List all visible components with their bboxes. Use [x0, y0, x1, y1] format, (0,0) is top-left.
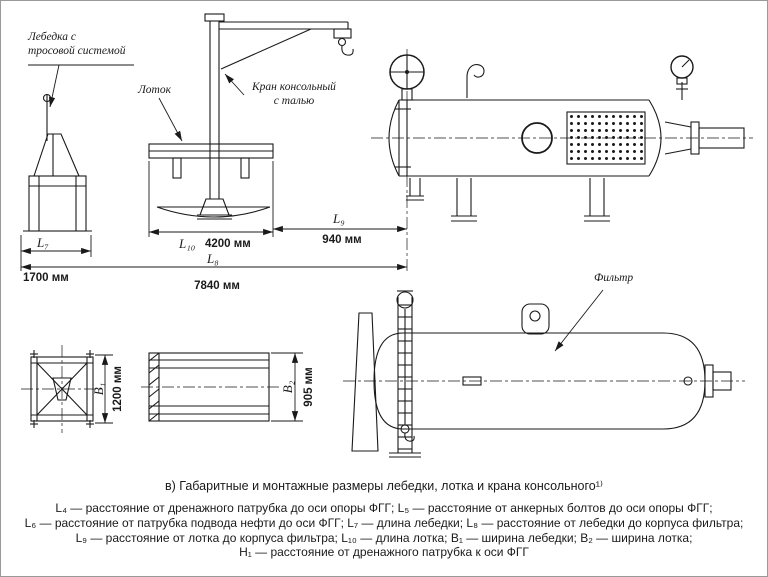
mast-pulley-icon [396, 291, 414, 309]
winch-leader [48, 64, 60, 108]
dim-L9-value: 940 мм [322, 234, 362, 246]
winch-label: Лебедка с тросовой системой [28, 31, 126, 57]
figure-legend: L₄ — расстояние от дренажного патрубка д… [1, 501, 767, 560]
winch-plan-view [30, 350, 94, 428]
console-crane-and-tray-view [148, 13, 354, 220]
tray-dish [156, 206, 271, 218]
outlet-nozzle [698, 127, 745, 149]
hoist-pulley [337, 37, 347, 47]
figure-caption: в) Габаритные и монтажные размеры лебедк… [165, 479, 603, 493]
filter-side-view [351, 290, 732, 458]
dim-L7-symbol: L₇ [37, 235, 49, 250]
dim-B2-value: 905 мм [303, 367, 315, 407]
legend-line-3: L₉ — расстояние от лотка до корпуса филь… [75, 530, 693, 545]
dim-B1-value: 1200 мм [112, 366, 124, 412]
pressure-gauge-icon [670, 55, 694, 79]
dim-L8-symbol: L₈ [207, 251, 219, 266]
leader-lines [28, 64, 604, 352]
dim-B1-symbol: B₁ [91, 382, 106, 396]
crane-hook-icon [341, 45, 354, 56]
dim-L10-value: 4200 мм [205, 238, 251, 250]
drawing-artwork [20, 13, 753, 458]
lifting-hook-icon [466, 64, 485, 78]
vessel-view [388, 54, 745, 222]
winch-front-view [23, 93, 92, 232]
manhole-port [521, 122, 553, 154]
hoist-trolley [333, 28, 352, 39]
tray-leader [158, 97, 183, 142]
tray-plan-view [148, 352, 270, 422]
tackle-hook-icon [404, 432, 415, 442]
legend-line-2: L₆ — расстояние от патрубка подвода нефт… [24, 515, 744, 530]
lifting-lug [521, 303, 550, 335]
filter-leader [554, 289, 604, 352]
dim-L7-value: 1700 мм [23, 272, 69, 284]
centerlines [21, 49, 753, 433]
dim-B2-symbol: B₂ [280, 380, 295, 394]
perforated-plate [566, 111, 646, 165]
crane-label: Кран консольный с талью [252, 81, 336, 107]
filter-label: Фильтр [594, 272, 634, 284]
dim-L10-symbol: L₁₀ [179, 236, 196, 251]
crane-leader [224, 73, 245, 96]
dimension-lines [20, 161, 407, 424]
dim-L8-value: 7840 мм [194, 280, 240, 292]
legend-line-1: L₄ — расстояние от дренажного патрубка д… [55, 501, 713, 515]
tray-label: Лоток [138, 84, 171, 96]
legend-line-4: H₁ — расстояние от дренажного патрубка к… [239, 545, 529, 560]
dim-L9-symbol: L₉ [333, 211, 345, 226]
